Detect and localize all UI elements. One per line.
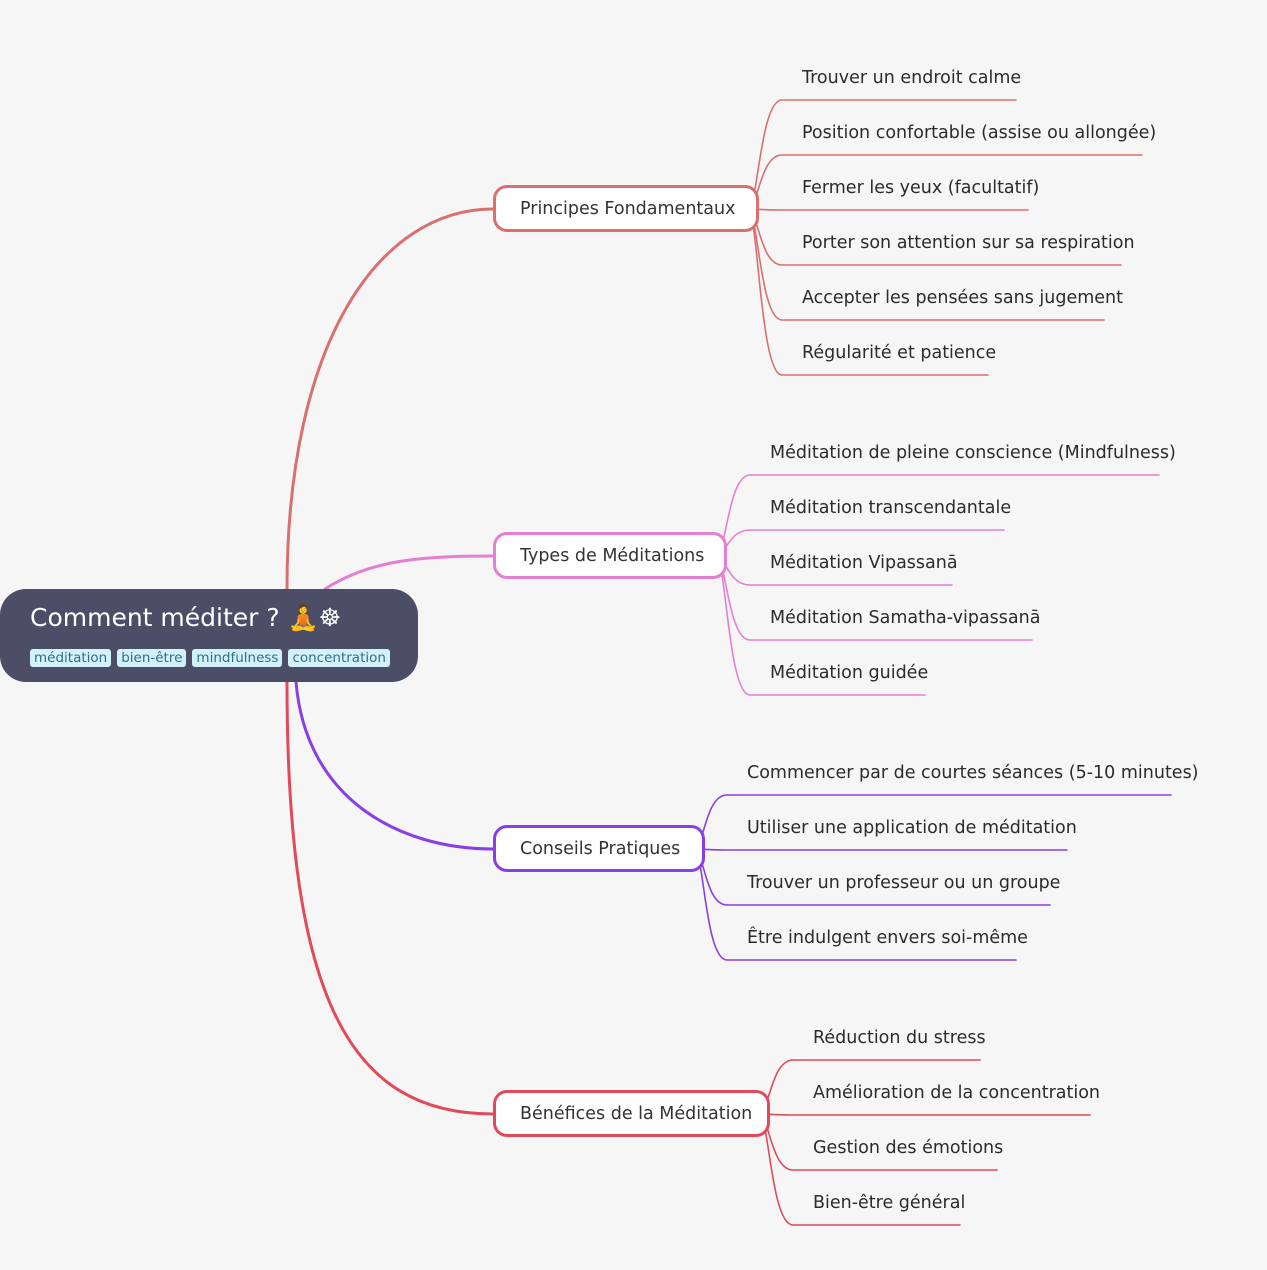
tag[interactable]: méditation (30, 649, 112, 667)
tag-list: méditation bien-être mindfulness concent… (30, 649, 390, 667)
tag[interactable]: concentration (288, 649, 390, 667)
leaf-node[interactable]: Position confortable (assise ou allongée… (802, 123, 1157, 143)
leaf-node[interactable]: Fermer les yeux (facultatif) (802, 178, 1040, 198)
leaf-node[interactable]: Régularité et patience (802, 343, 997, 363)
leaf-node[interactable]: Méditation de pleine conscience (Mindful… (770, 443, 1176, 463)
leaf-connector (758, 1113, 1091, 1116)
leaf-node[interactable]: Utiliser une application de méditation (747, 818, 1077, 838)
root-title: Comment méditer ? 🧘☸ (30, 603, 342, 632)
leaf-node[interactable]: Trouver un endroit calme (802, 68, 1022, 88)
leaf-node[interactable]: Bien-être général (813, 1193, 966, 1213)
tag[interactable]: mindfulness (192, 649, 283, 667)
leaf-node[interactable]: Réduction du stress (813, 1028, 986, 1048)
branch-connector (323, 554, 495, 591)
leaf-node[interactable]: Méditation guidée (770, 663, 929, 683)
leaf-node[interactable]: Méditation Vipassanā (770, 553, 958, 573)
leaf-connector (693, 848, 1068, 851)
root-node[interactable]: Comment méditer ? 🧘☸ méditation bien-êtr… (0, 589, 418, 682)
leaf-node[interactable]: Être indulgent envers soi-même (747, 928, 1028, 948)
leaf-node[interactable]: Gestion des émotions (813, 1138, 1004, 1158)
tag[interactable]: bien-être (117, 649, 187, 667)
leaf-node[interactable]: Porter son attention sur sa respiration (802, 233, 1135, 253)
branch-connector (285, 207, 495, 591)
branch-connector (294, 680, 495, 851)
branch-connector (285, 680, 495, 1116)
leaf-node[interactable]: Commencer par de courtes séances (5-10 m… (747, 763, 1199, 783)
branch-benefices-de-la-meditation[interactable]: Bénéfices de la Méditation (493, 1090, 770, 1137)
leaf-node[interactable]: Amélioration de la concentration (813, 1083, 1101, 1103)
leaf-node[interactable]: Trouver un professeur ou un groupe (747, 873, 1061, 893)
leaf-connector (747, 208, 1029, 211)
branch-principes-fondamentaux[interactable]: Principes Fondamentaux (493, 185, 759, 232)
branch-conseils-pratiques[interactable]: Conseils Pratiques (493, 825, 705, 872)
branch-types-de-meditations[interactable]: Types de Méditations (493, 532, 727, 579)
leaf-node[interactable]: Accepter les pensées sans jugement (802, 288, 1123, 308)
leaf-node[interactable]: Méditation Samatha-vipassanā (770, 608, 1041, 628)
leaf-node[interactable]: Méditation transcendantale (770, 498, 1012, 518)
